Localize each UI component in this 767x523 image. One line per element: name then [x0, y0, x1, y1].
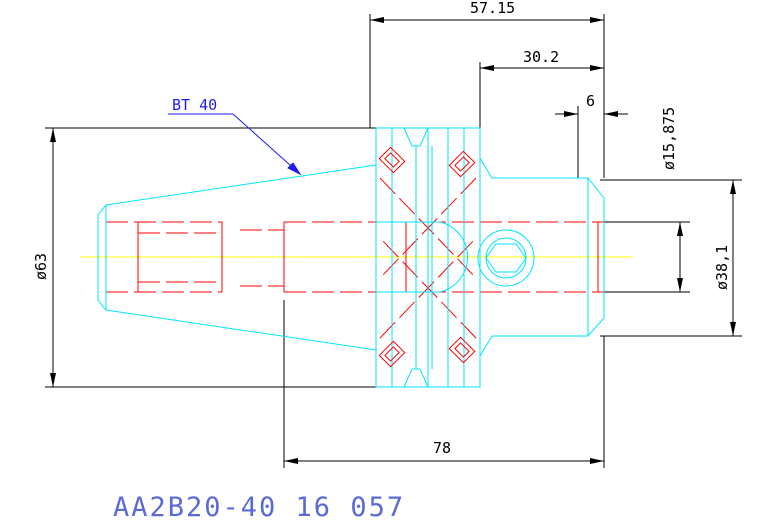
dimension-lines	[45, 14, 742, 468]
dim-shank-length: 30.2	[523, 48, 559, 66]
part-number: AA2B20-40 16 057	[113, 492, 406, 523]
dim-body-dia: ø38,1	[713, 245, 731, 290]
callout-bt40: BT 40	[172, 96, 217, 114]
dim-overall-top: 57.15	[470, 0, 515, 17]
dimension-arrows	[50, 17, 736, 464]
drive-keys	[378, 146, 476, 368]
callout-leader	[168, 113, 302, 176]
dim-bore-dia: ø15,875	[660, 107, 678, 170]
dim-total-length: 78	[433, 439, 451, 457]
dim-flange-dia: ø63	[32, 253, 50, 280]
hidden-lines	[106, 177, 604, 339]
dim-bore-depth: 6	[586, 92, 595, 110]
